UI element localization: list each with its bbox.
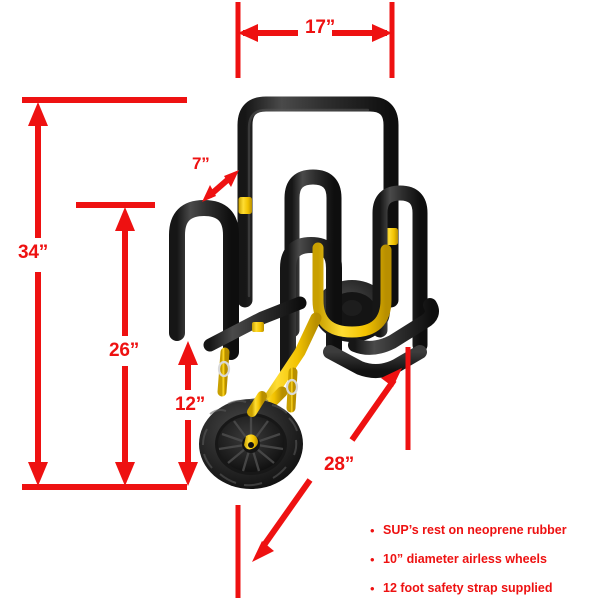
dimension-label-26: 26” (109, 340, 140, 361)
list-item: • 10” diameter airless wheels (370, 552, 595, 567)
hub-clip (244, 434, 258, 450)
yellow-strut (247, 391, 267, 417)
dimension-label-17: 17” (305, 17, 336, 38)
dimension-label-34: 34” (18, 242, 49, 263)
dimension-34-inch (22, 97, 187, 490)
list-item: • SUP’s rest on neoprene rubber (370, 523, 595, 538)
bullet-icon: • (370, 581, 375, 596)
frame-foot (323, 345, 427, 378)
dimension-26-inch (76, 202, 155, 486)
dimension-label-28: 28” (324, 454, 355, 475)
feature-text: 12 foot safety strap supplied (383, 581, 553, 595)
cart-frame (169, 96, 439, 489)
back-frame-loop (237, 96, 399, 308)
rack-arm (284, 169, 342, 338)
dimension-label-7: 7” (192, 154, 210, 173)
dimension-7-inch (202, 170, 239, 202)
front-wheel (199, 397, 303, 489)
strap-hanger (217, 347, 231, 397)
yellow-band (384, 228, 398, 245)
frame-foot (348, 298, 439, 355)
rack-arm (280, 236, 342, 378)
strap-hanger (285, 367, 299, 413)
feature-text: 10” diameter airless wheels (383, 552, 547, 566)
dimension-12-inch (178, 341, 198, 486)
yellow-band (238, 197, 252, 214)
rack-arm (372, 185, 428, 353)
yellow-band (252, 322, 264, 332)
feature-list: • SUP’s rest on neoprene rubber • 10” di… (370, 523, 595, 610)
rack-arm (169, 199, 239, 360)
bullet-icon: • (370, 523, 375, 538)
bullet-icon: • (370, 552, 375, 567)
feature-text: SUP’s rest on neoprene rubber (383, 523, 567, 537)
yellow-axle-cradle (312, 242, 392, 338)
list-item: • 12 foot safety strap supplied (370, 581, 595, 596)
frame-rail (203, 296, 307, 352)
dimension-label-12: 12” (175, 394, 206, 415)
dimension-17-inch (235, 2, 395, 78)
dimension-28-inch (235, 347, 411, 598)
